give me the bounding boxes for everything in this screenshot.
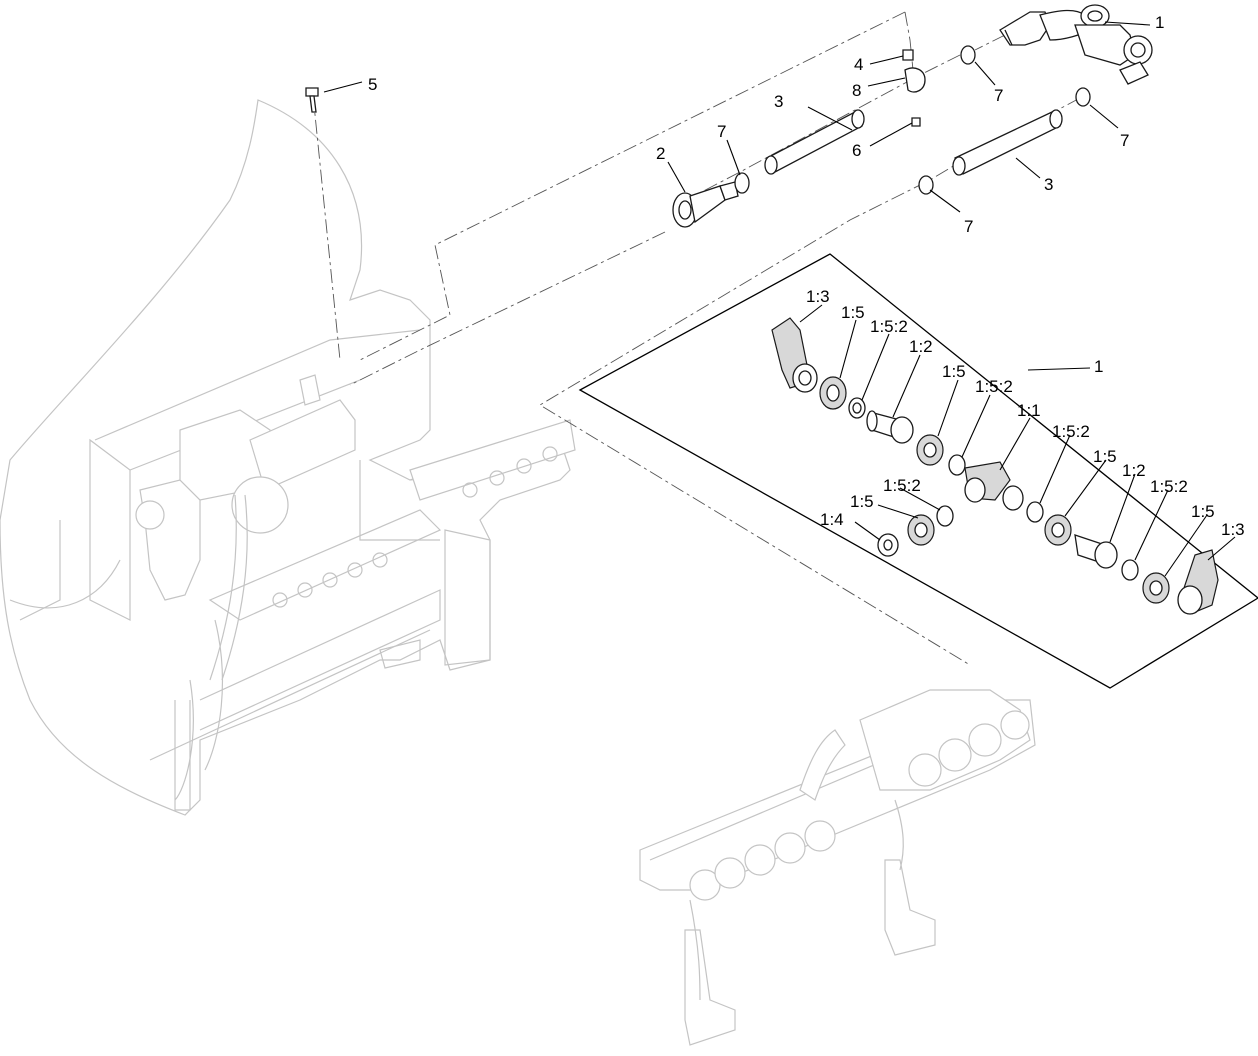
callout-2: 2 <box>656 144 665 163</box>
callout-1: 1 <box>1094 357 1103 376</box>
callout-1: 1 <box>1155 13 1164 32</box>
detail-callout: 1:5 <box>850 492 874 511</box>
callout-6: 6 <box>852 141 861 160</box>
detail-callout: 1:3 <box>806 287 830 306</box>
callout-7: 7 <box>1120 131 1129 150</box>
detail-callout: 1:3 <box>1221 520 1245 539</box>
callout-3: 3 <box>1044 175 1053 194</box>
part-6-bolt <box>911 117 921 127</box>
part-4-nut <box>902 49 914 61</box>
detail-callout: 1:5:2 <box>883 476 921 495</box>
detail-callout: 1:2 <box>1122 461 1146 480</box>
detail-callout: 1:5 <box>841 303 865 322</box>
detail-callout: 1:5:2 <box>975 377 1013 396</box>
part-8-clip <box>904 67 926 93</box>
part-1-valve-fitting <box>999 4 1153 85</box>
part-5-screw <box>305 87 319 113</box>
part-7-clamps <box>734 45 1091 195</box>
callout-8: 8 <box>852 81 861 100</box>
callout-7: 7 <box>717 122 726 141</box>
detail-leader-lines <box>799 304 1236 577</box>
detail-callout: 1:5 <box>1191 502 1215 521</box>
valve-assembly-ghost <box>135 374 356 681</box>
detail-callout: 1:5:2 <box>1150 477 1188 496</box>
callout-3: 3 <box>774 92 783 111</box>
detail-exploded-parts <box>771 317 1219 615</box>
detail-callout: 1:5 <box>942 362 966 381</box>
detail-box <box>578 253 1258 689</box>
detail-callout: 1:1 <box>1017 401 1041 420</box>
callout-5: 5 <box>368 75 377 94</box>
detail-callout: 1:5:2 <box>870 317 908 336</box>
boom-nozzle-body-ghost <box>639 689 1036 1046</box>
callout-7: 7 <box>994 86 1003 105</box>
detail-callout: 1:2 <box>909 337 933 356</box>
callout-4: 4 <box>854 55 863 74</box>
leader-lines <box>323 21 1151 213</box>
detail-callout: 1:4 <box>820 510 844 529</box>
part-3-hose-upper <box>764 109 865 175</box>
part-2-fitting <box>672 181 739 228</box>
callout-labels: 1 4 8 5 3 7 7 7 6 2 3 7 1 1:3 1:5 1:5:2 … <box>368 13 1245 539</box>
callout-7: 7 <box>964 217 973 236</box>
detail-box-leader <box>1027 367 1091 371</box>
detail-callout: 1:5 <box>1093 447 1117 466</box>
part-3-hose-lower <box>952 109 1063 176</box>
detail-callout: 1:5:2 <box>1052 422 1090 441</box>
